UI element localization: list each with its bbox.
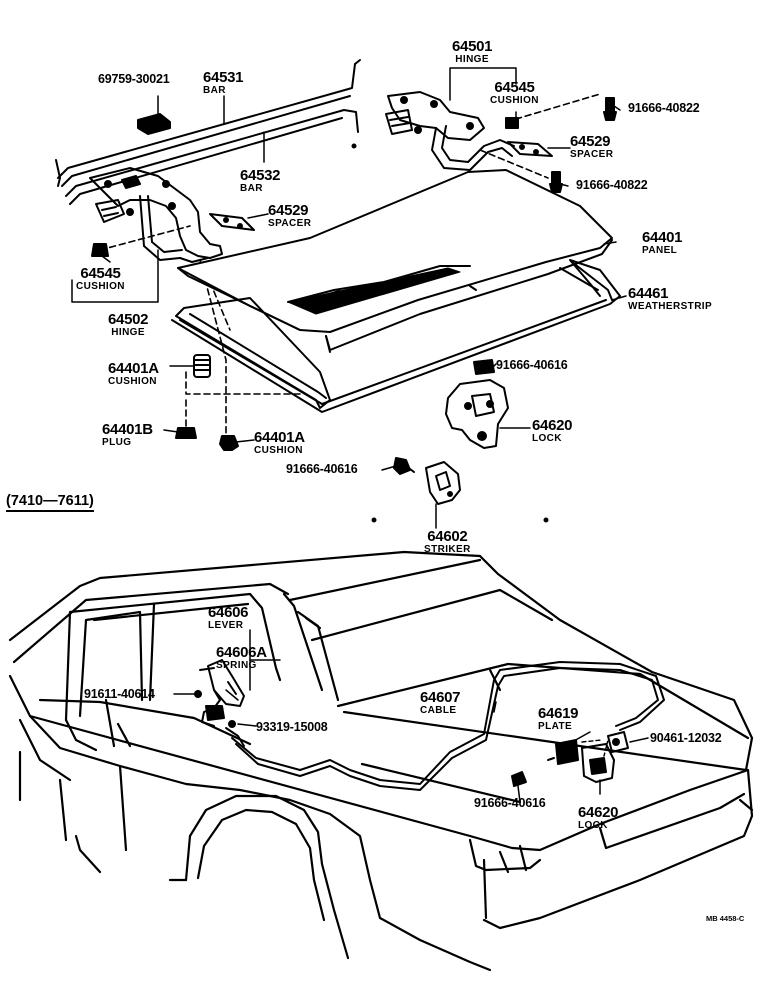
cushion-lower — [219, 435, 239, 451]
stray-dot — [371, 517, 377, 523]
label-64606A: 64606A SPRING — [216, 644, 267, 671]
stray-dot — [351, 143, 357, 149]
left-spacer — [209, 213, 255, 231]
hinge-bolt-top — [603, 97, 617, 121]
label-64545-right: 64545 CUSHION — [490, 79, 539, 106]
label-64401B: 64401B PLUG — [102, 421, 153, 448]
label-64502: 64502 HINGE — [108, 311, 149, 338]
label-64461: 64461 WEATHERSTRIP — [628, 285, 713, 312]
label-64545-left: 64545 CUSHION — [76, 265, 125, 292]
label-90461-12032: 90461-12032 — [650, 731, 722, 745]
label-64401A-lower: 64401A CUSHION — [254, 429, 305, 456]
label-93319-15008: 93319-15008 — [256, 720, 328, 734]
label-64529-right: 64529 SPACER — [570, 133, 614, 160]
right-spacer — [507, 141, 553, 157]
label-64602: 64602 STRIKER — [424, 528, 471, 555]
label-91611-40614: 91611-40614 — [84, 687, 155, 701]
car-body — [8, 550, 754, 972]
weatherstrip — [171, 259, 621, 413]
label-91666-40616-lock: 91666-40616 — [496, 358, 568, 372]
label-64401A-upper: 64401A CUSHION — [108, 360, 159, 387]
label-64620-top: 64620 LOCK — [532, 417, 573, 444]
leader-lines-bottom — [173, 629, 649, 803]
label-64531: 64531 BAR — [203, 69, 244, 96]
left-hinge — [89, 167, 223, 263]
hinge-bolt-lower — [549, 171, 563, 193]
label-91666-40822-lower: 91666-40822 — [576, 178, 648, 192]
label-64529-left: 64529 SPACER — [268, 202, 312, 229]
plug — [175, 427, 197, 439]
model-year-range: (7410—7611) — [6, 493, 94, 512]
leader-lines-top — [71, 67, 627, 529]
release-cable — [231, 661, 665, 791]
torsion-bars — [55, 59, 361, 205]
cushion-stack — [193, 354, 211, 378]
label-91666-40616-bottom: 91666-40616 — [474, 796, 546, 810]
label-64607: 64607 CABLE — [420, 689, 461, 716]
label-91666-40822-top: 91666-40822 — [628, 101, 700, 115]
lever-assembly — [194, 659, 245, 747]
cushion-block — [137, 113, 171, 135]
label-64619: 64619 PLATE — [538, 705, 579, 732]
label-64606: 64606 LEVER — [208, 604, 249, 631]
stray-dot — [543, 517, 549, 523]
label-64532: 64532 BAR — [240, 167, 281, 194]
alignment-lines — [99, 93, 601, 435]
right-hinge — [385, 91, 515, 171]
trunk-lid-panel — [177, 169, 613, 353]
diagram-code: MB 4458-C — [706, 914, 745, 923]
label-91666-40616-striker: 91666-40616 — [286, 462, 358, 476]
label-69759-30021: 69759-30021 — [98, 72, 170, 86]
label-64620-bottom: 64620 LOCK — [578, 804, 619, 831]
plate-and-lock-bottom — [511, 731, 629, 787]
striker-bolt — [393, 457, 415, 475]
label-64501: 64501 HINGE — [452, 38, 493, 65]
label-64401: 64401 PANEL — [642, 229, 683, 256]
striker — [425, 461, 461, 505]
trunk-lock-top — [445, 359, 509, 449]
